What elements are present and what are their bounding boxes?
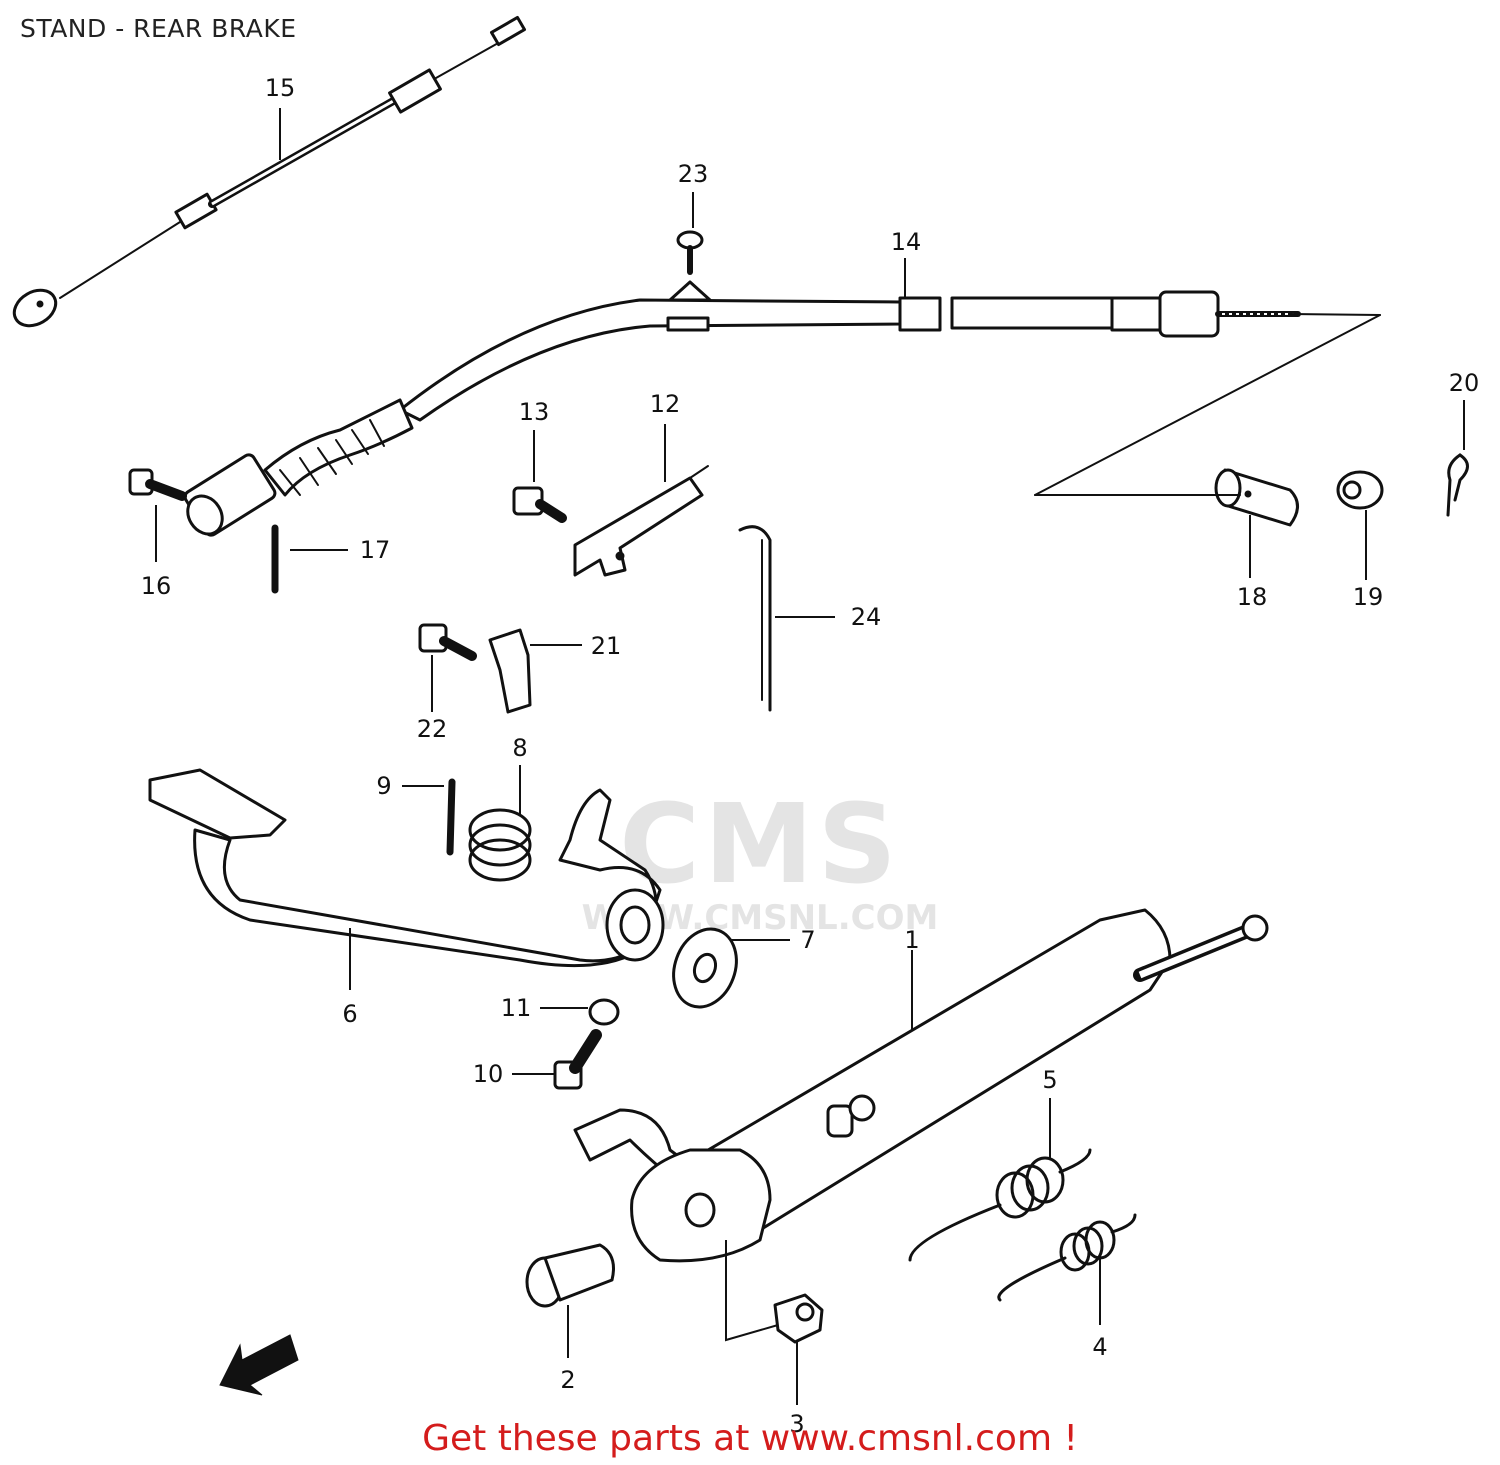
- callout-7: 7: [800, 926, 815, 954]
- callout-18: 18: [1237, 583, 1268, 611]
- callout-24: 24: [851, 603, 882, 631]
- part-20-clip-pin: [1446, 453, 1469, 517]
- part-23-screw: [676, 230, 704, 275]
- callout-23: 23: [678, 160, 709, 188]
- callout-3: 3: [789, 1410, 804, 1438]
- callout-19: 19: [1353, 583, 1384, 611]
- callout-4: 4: [1092, 1333, 1107, 1361]
- part-7-washer: [672, 927, 738, 1009]
- callout-16: 16: [141, 572, 172, 600]
- callout-13: 13: [519, 398, 550, 426]
- part-18-pivot: [1214, 468, 1299, 527]
- part-15-cable: [12, 15, 526, 328]
- callout-14: 14: [891, 228, 922, 256]
- callout-6: 6: [342, 1000, 357, 1028]
- callout-9: 9: [376, 772, 391, 800]
- callout-10: 10: [473, 1060, 504, 1088]
- callout-22: 22: [417, 715, 448, 743]
- callout-11: 11: [501, 994, 532, 1022]
- part-5-spring: [908, 1148, 1092, 1262]
- callout-1: 1: [904, 926, 919, 954]
- page-title: STAND - REAR BRAKE: [20, 14, 297, 43]
- part-19-nut: [1336, 470, 1384, 510]
- part-8-spring: [468, 808, 532, 882]
- part-22-bolt: [418, 623, 477, 661]
- part-14-brake-rod: [183, 280, 1301, 537]
- part-16-pin: [128, 468, 187, 501]
- callout-8: 8: [512, 734, 527, 762]
- part-6-brake-pedal: [148, 768, 665, 968]
- part-1-side-stand: [573, 908, 1269, 1263]
- part-21-clip: [488, 628, 532, 714]
- callout-12: 12: [650, 390, 681, 418]
- callout-5: 5: [1042, 1066, 1057, 1094]
- part-12-bracket: [573, 465, 709, 577]
- callout-21: 21: [591, 632, 622, 660]
- callout-2: 2: [560, 1366, 575, 1394]
- part-4-spring: [997, 1213, 1137, 1302]
- part-10-bolt: [553, 1029, 602, 1090]
- part-24-spring-rod: [738, 525, 772, 712]
- part-11-nut: [588, 998, 620, 1026]
- reference-line-3: [725, 1240, 779, 1342]
- callout-20: 20: [1449, 369, 1480, 397]
- footer-link[interactable]: Get these parts at www.cmsnl.com !: [422, 1418, 1078, 1459]
- callout-15: 15: [265, 74, 296, 102]
- part-3-nut: [773, 1293, 824, 1344]
- part-2-pivot-bolt: [525, 1243, 615, 1308]
- callout-17: 17: [360, 536, 391, 564]
- direction-arrow-icon: [219, 1334, 299, 1396]
- watermark-logo: CMS: [619, 780, 901, 908]
- part-9-cotter-pin: [446, 778, 456, 856]
- part-13-bolt: [512, 486, 567, 523]
